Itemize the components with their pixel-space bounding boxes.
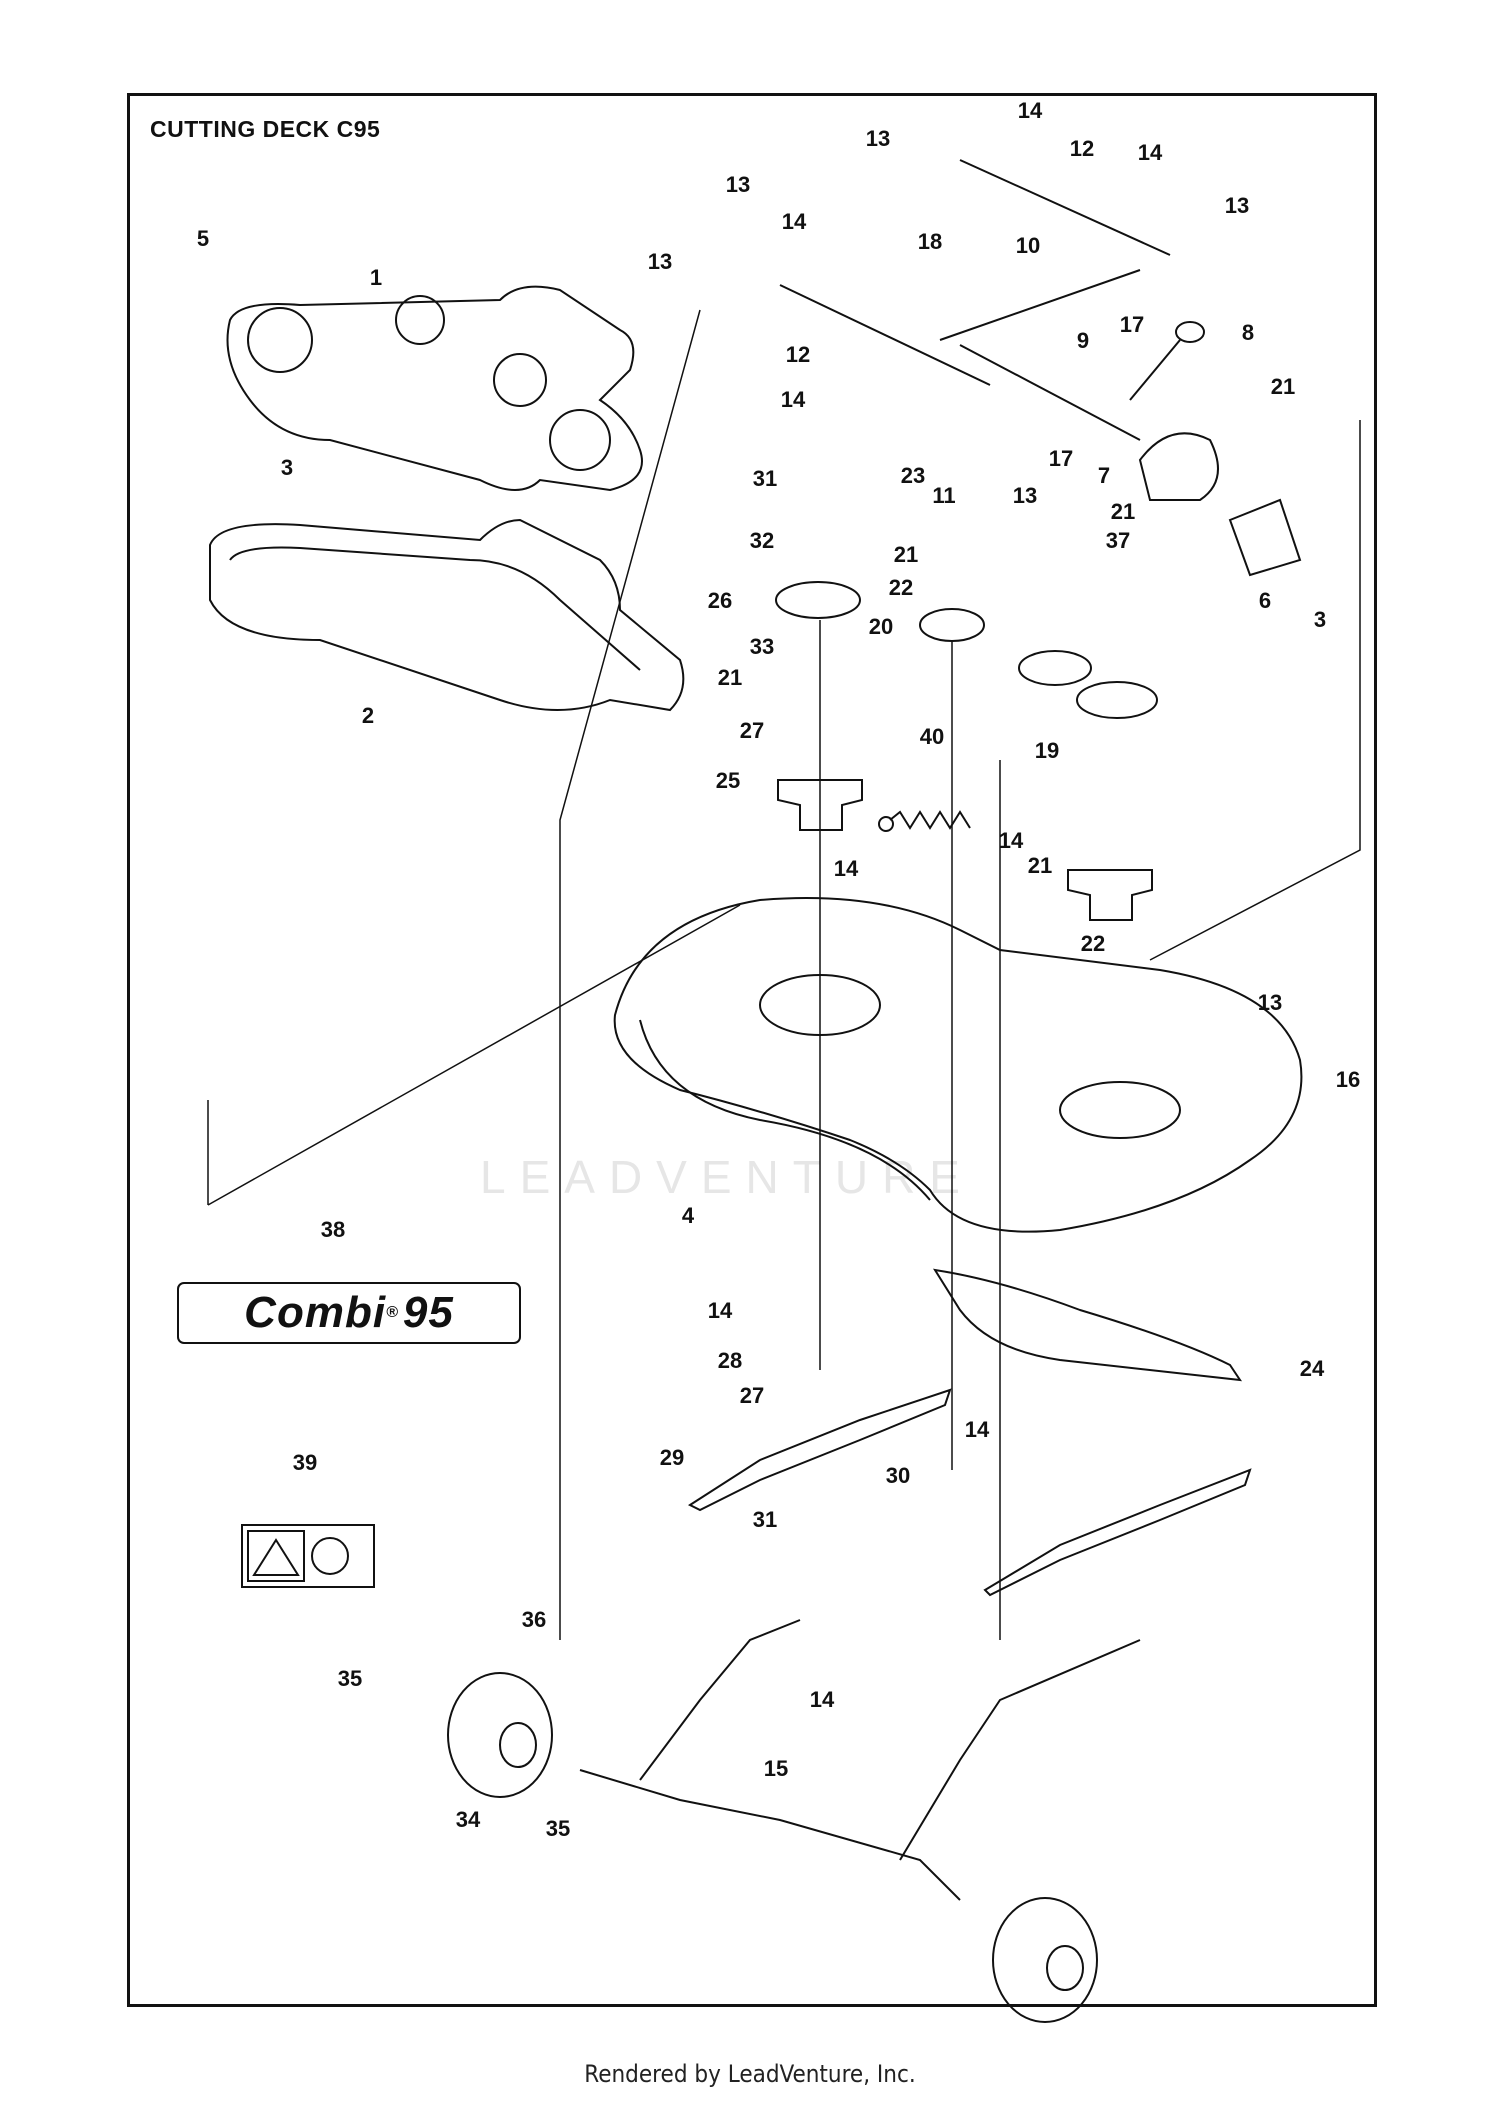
- part-callout-39: 39: [293, 1450, 317, 1475]
- part-callout-14: 14: [965, 1417, 990, 1442]
- part-callout-11: 11: [932, 483, 955, 508]
- part-callout-28: 28: [718, 1348, 742, 1373]
- part-callout-21: 21: [718, 665, 742, 690]
- combi-95-decal: Combi®95: [178, 1283, 520, 1343]
- part-callout-3: 3: [281, 455, 293, 480]
- part-callout-14: 14: [834, 856, 859, 881]
- footer-credit: Rendered by LeadVenture, Inc.: [584, 2060, 916, 2088]
- decal-number: 95: [402, 1288, 454, 1337]
- part-callout-15: 15: [764, 1756, 788, 1781]
- part-callout-13: 13: [1225, 193, 1249, 218]
- part-callout-31: 31: [753, 466, 777, 491]
- part-callout-3: 3: [1314, 607, 1326, 632]
- decal-name: Combi: [244, 1288, 387, 1337]
- rod-10: [939, 269, 1141, 341]
- part-callout-17: 17: [1049, 446, 1073, 471]
- part-callout-14: 14: [810, 1687, 835, 1712]
- part-callout-26: 26: [708, 588, 732, 613]
- part-callout-2: 2: [362, 703, 374, 728]
- part-callout-35: 35: [546, 1816, 570, 1841]
- deck-cover-top: [226, 285, 643, 492]
- height-bracket: [1138, 432, 1219, 501]
- warning-decal: [241, 1524, 375, 1588]
- part-callout-33: 33: [750, 634, 774, 659]
- spindle-left: [777, 779, 863, 831]
- part-callout-20: 20: [869, 614, 893, 639]
- pulley-26: [775, 581, 861, 619]
- part-callout-23: 23: [901, 463, 925, 488]
- part-callout-34: 34: [456, 1807, 481, 1832]
- lift-rod-lower: [779, 284, 991, 386]
- part-callout-19: 19: [1035, 738, 1059, 763]
- part-callout-14: 14: [708, 1298, 733, 1323]
- part-callout-8: 8: [1242, 320, 1254, 345]
- part-callout-22: 22: [889, 575, 913, 600]
- part-callout-29: 29: [660, 1445, 684, 1470]
- part-callout-13: 13: [648, 249, 672, 274]
- part-callout-31: 31: [753, 1507, 777, 1532]
- part-callout-22: 22: [1081, 931, 1105, 956]
- part-callout-13: 13: [866, 126, 890, 151]
- part-callout-21: 21: [894, 542, 918, 567]
- part-callout-13: 13: [1258, 990, 1282, 1015]
- pulley-center: [1018, 650, 1092, 686]
- wheel-right: [992, 1897, 1098, 2023]
- part-callout-9: 9: [1077, 328, 1089, 353]
- lift-rod-upper: [959, 159, 1171, 256]
- deck-baffle: [932, 1268, 1243, 1382]
- part-callout-27: 27: [740, 718, 764, 743]
- part-callout-12: 12: [786, 342, 810, 367]
- part-callout-4: 4: [682, 1203, 695, 1228]
- part-callout-25: 25: [716, 768, 740, 793]
- part-callout-12: 12: [1070, 136, 1094, 161]
- front-axle: [579, 1769, 961, 1901]
- blade-left: [687, 1388, 952, 1512]
- diagram-frame: [127, 93, 1377, 2007]
- part-callout-16: 16: [1336, 1067, 1360, 1092]
- part-callout-14: 14: [782, 209, 807, 234]
- part-callout-36: 36: [522, 1607, 546, 1632]
- decal-reg-mark: ®: [386, 1304, 399, 1321]
- part-callout-21: 21: [1271, 374, 1295, 399]
- part-callout-13: 13: [1013, 483, 1037, 508]
- part-callout-14: 14: [781, 387, 806, 412]
- part-callout-14: 14: [1138, 140, 1163, 165]
- cutting-deck-shell: [613, 897, 1303, 1233]
- wheel-left: [447, 1672, 553, 1798]
- part-callout-18: 18: [918, 229, 942, 254]
- blade-right: [983, 1468, 1252, 1597]
- lift-lever: [1129, 339, 1181, 401]
- part-callout-35: 35: [338, 1666, 362, 1691]
- pulley-20: [919, 608, 985, 642]
- rod-9: [959, 344, 1141, 441]
- height-indicator: [1228, 498, 1302, 577]
- part-callout-21: 21: [1028, 853, 1052, 878]
- diagram-title: CUTTING DECK C95: [150, 116, 381, 142]
- part-callout-17: 17: [1120, 312, 1144, 337]
- part-callout-6: 6: [1259, 588, 1271, 613]
- part-callout-21: 21: [1111, 499, 1135, 524]
- part-callout-30: 30: [886, 1463, 910, 1488]
- part-callout-1: 1: [370, 265, 382, 290]
- part-callout-40: 40: [920, 724, 944, 749]
- part-callout-38: 38: [321, 1217, 345, 1242]
- part-callout-14: 14: [1018, 98, 1043, 123]
- part-callout-10: 10: [1016, 233, 1040, 258]
- part-callout-24: 24: [1300, 1356, 1325, 1381]
- decal-label: Combi®95: [178, 1283, 520, 1343]
- part-callout-13: 13: [726, 172, 750, 197]
- part-callout-32: 32: [750, 528, 774, 553]
- belt-guard: [209, 518, 685, 712]
- part-callout-14: 14: [999, 828, 1024, 853]
- tension-spring: [889, 810, 971, 830]
- part-callout-37: 37: [1106, 528, 1130, 553]
- part-callout-5: 5: [197, 226, 209, 251]
- part-callout-7: 7: [1098, 463, 1110, 488]
- part-callout-27: 27: [740, 1383, 764, 1408]
- spindle-right: [1067, 869, 1153, 921]
- pulley-right: [1076, 681, 1158, 719]
